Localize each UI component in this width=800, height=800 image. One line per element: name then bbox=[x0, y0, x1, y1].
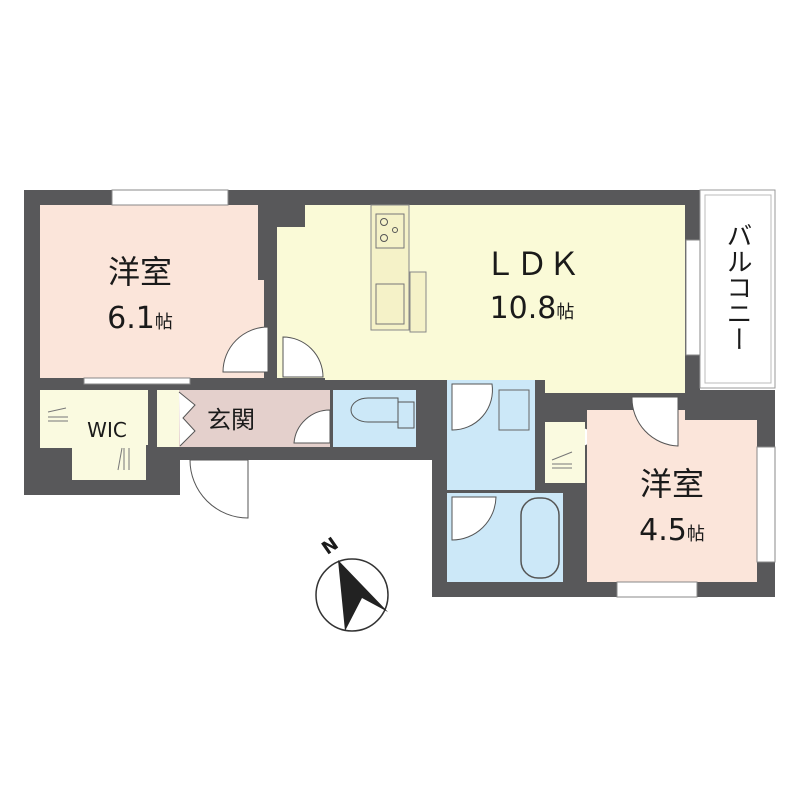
door-western-2[interactable] bbox=[631, 396, 679, 447]
entrance-label: 玄関 bbox=[207, 406, 255, 434]
western-1-name: 洋室 bbox=[108, 253, 172, 291]
washbasin-icon bbox=[498, 389, 530, 431]
compass-north-label: N bbox=[318, 533, 342, 559]
wic-label: WIC bbox=[87, 418, 127, 442]
door-toilet[interactable] bbox=[293, 409, 331, 444]
window bbox=[756, 446, 776, 563]
shoe-cabinet-doors bbox=[178, 391, 196, 447]
kitchen-wall-panel bbox=[409, 271, 427, 333]
ldk-size: 10.8帖 bbox=[490, 291, 575, 326]
door-ldk[interactable] bbox=[282, 336, 324, 378]
western-room-1 bbox=[40, 205, 264, 378]
bathtub-icon bbox=[520, 497, 560, 579]
ldk-room bbox=[277, 205, 685, 393]
wic-room bbox=[40, 390, 148, 480]
balcony-inner-line bbox=[704, 194, 772, 384]
window bbox=[111, 189, 229, 206]
door-washroom[interactable] bbox=[451, 383, 493, 431]
window bbox=[685, 239, 701, 356]
entrance-door[interactable] bbox=[189, 459, 249, 519]
western-2-name: 洋室 bbox=[640, 465, 704, 503]
kitchen-counter bbox=[370, 204, 410, 331]
shoe-cabinet bbox=[157, 390, 179, 447]
western-1-size: 6.1帖 bbox=[107, 301, 173, 336]
balcony-label: バルコニー bbox=[722, 222, 752, 352]
ldk-name: ＬＤＫ bbox=[484, 245, 580, 283]
door-western-1[interactable] bbox=[222, 326, 269, 373]
window bbox=[616, 581, 698, 598]
closet-2 bbox=[545, 422, 585, 483]
stove-icon bbox=[375, 213, 405, 249]
toilet-icon bbox=[350, 397, 399, 423]
doors[interactable] bbox=[189, 326, 679, 541]
sink-icon bbox=[375, 283, 405, 325]
balcony bbox=[699, 189, 776, 389]
window bbox=[83, 377, 191, 385]
western-2-size: 4.5帖 bbox=[639, 513, 705, 548]
compass: N bbox=[315, 533, 389, 632]
north-arrow-icon bbox=[338, 560, 388, 631]
western-room-2 bbox=[587, 410, 757, 582]
door-bathroom[interactable] bbox=[451, 496, 497, 541]
